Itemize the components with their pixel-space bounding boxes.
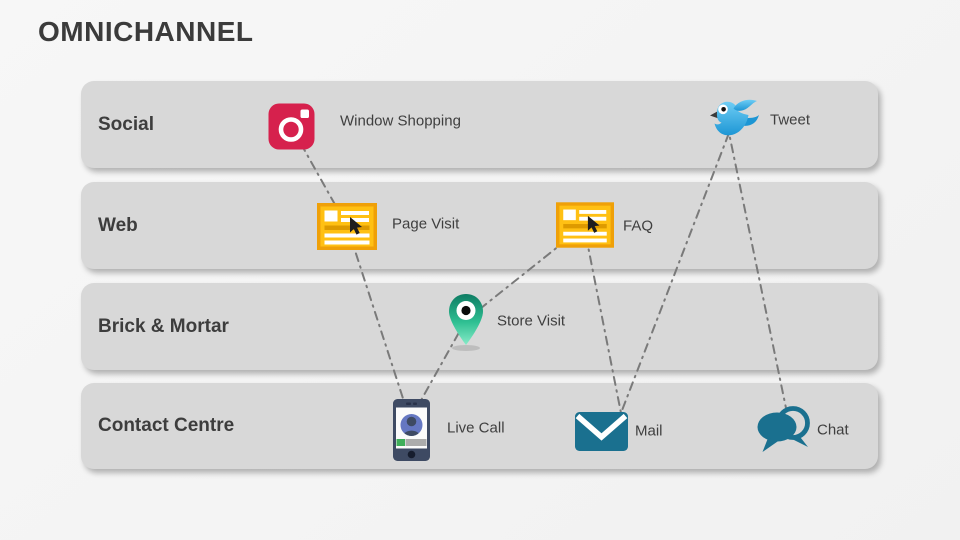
chat-bubbles-icon <box>756 404 813 454</box>
row-contact-centre: Contact Centre <box>81 383 878 469</box>
smartphone-icon <box>393 399 430 461</box>
row-label-web: Web <box>98 214 138 236</box>
item-label-store-visit: Store Visit <box>497 312 566 330</box>
item-label-page-visit: Page Visit <box>392 215 460 233</box>
item-label-mail: Mail <box>635 422 663 440</box>
item-label-faq: FAQ <box>623 217 654 235</box>
row-label-social: Social <box>98 113 154 135</box>
map-pin-icon <box>446 292 486 352</box>
row-web: Web <box>81 182 878 269</box>
item-label-live-call: Live Call <box>447 419 505 437</box>
webpage-cursor-icon <box>556 202 614 248</box>
envelope-icon <box>575 412 628 451</box>
item-label-tweet: Tweet <box>770 111 811 129</box>
row-brick-mortar: Brick & Mortar <box>81 283 878 370</box>
page-title: OMNICHANNEL <box>38 16 254 47</box>
instagram-camera-icon <box>268 103 315 150</box>
twitter-bird-icon <box>709 99 759 142</box>
item-label-chat: Chat <box>817 421 849 439</box>
row-label-contact-centre: Contact Centre <box>98 415 235 436</box>
row-label-brick-mortar: Brick & Mortar <box>98 315 229 337</box>
item-label-window-shopping: Window Shopping <box>340 112 461 130</box>
webpage-cursor-icon <box>317 203 377 250</box>
